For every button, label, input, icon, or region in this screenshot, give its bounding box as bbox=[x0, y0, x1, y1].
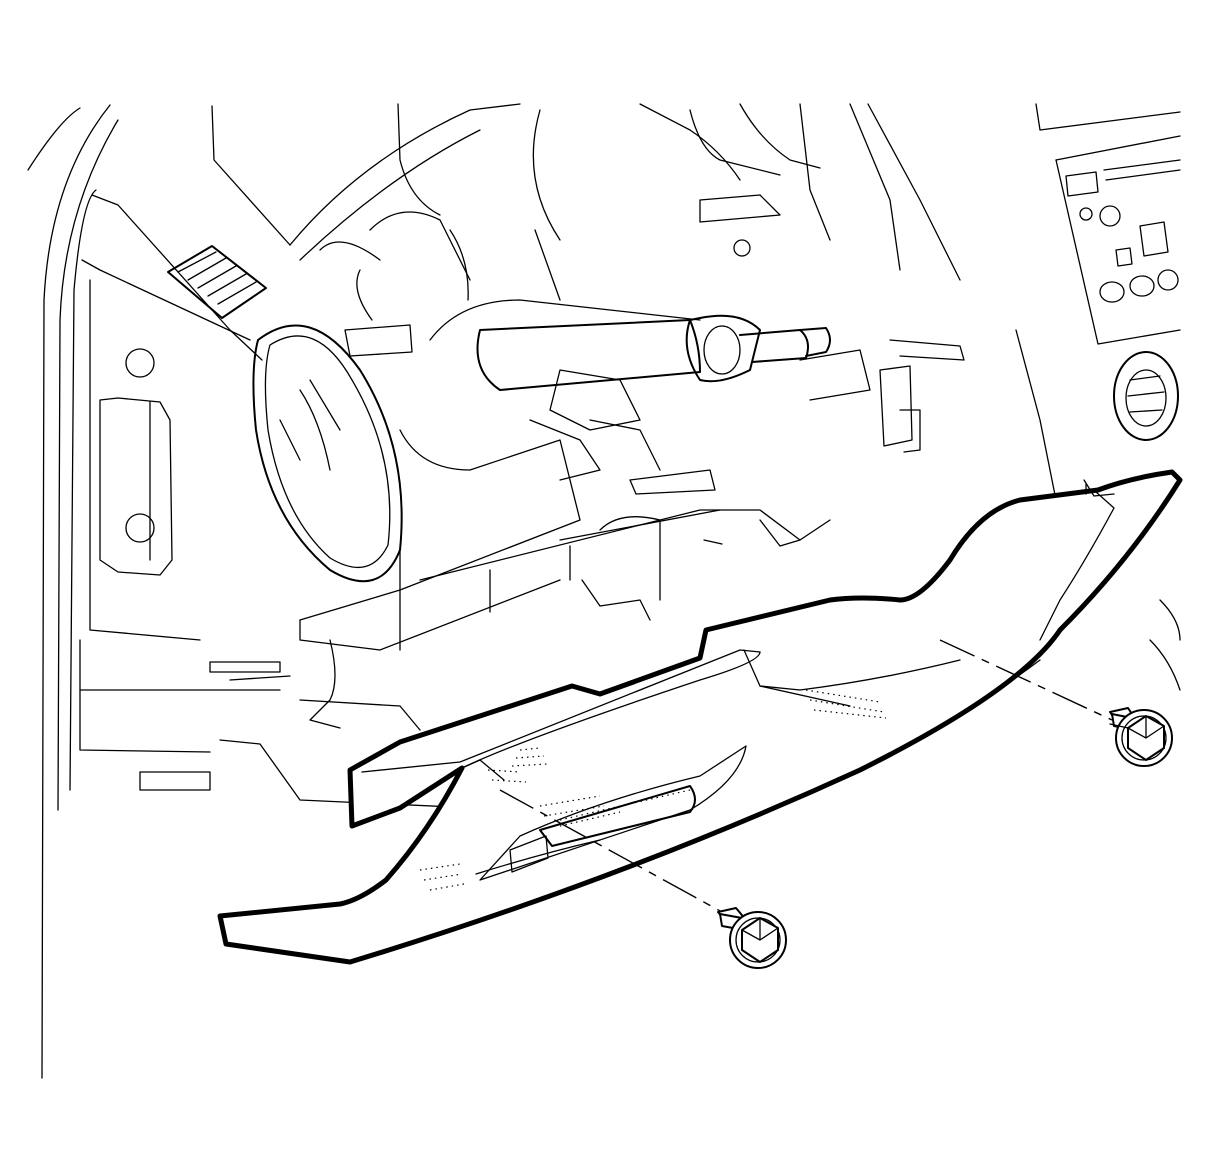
steering-column-icon bbox=[429, 299, 965, 495]
lower-dash-structure bbox=[219, 429, 831, 811]
trim-panel bbox=[217, 469, 1183, 965]
bolt-icon bbox=[1109, 707, 1173, 767]
left-side-panel bbox=[79, 194, 281, 791]
door-pillar bbox=[27, 104, 119, 1079]
bolt-icon bbox=[717, 907, 787, 969]
radio-icon bbox=[1015, 103, 1181, 691]
steering-column-opening bbox=[252, 324, 403, 583]
leader-lines bbox=[499, 639, 1113, 913]
vent-icon bbox=[167, 245, 267, 319]
instrument-cluster bbox=[211, 103, 961, 357]
